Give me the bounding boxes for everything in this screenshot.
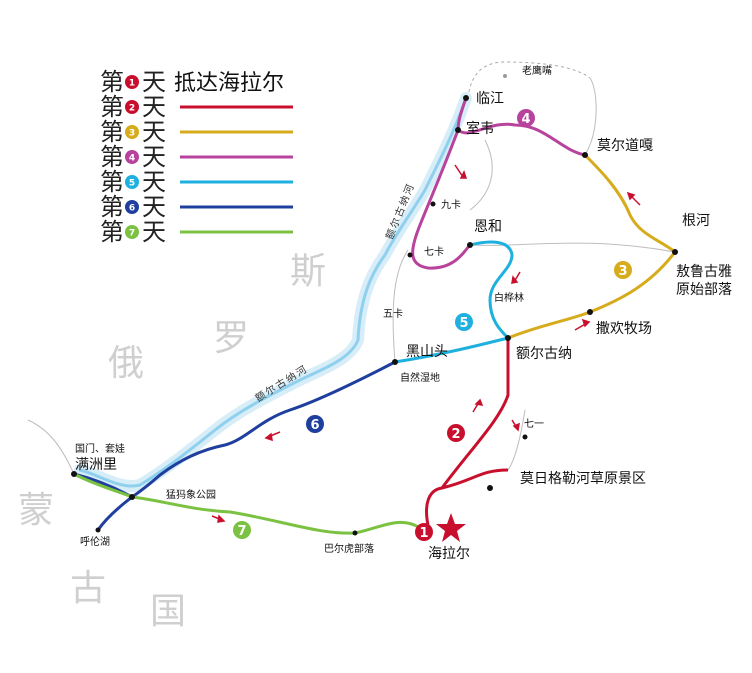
- badge-day-6: 6: [306, 415, 324, 433]
- legend-number: 3: [129, 129, 135, 139]
- place-aoluguya-2: 原始部落: [676, 282, 732, 298]
- russia-char-3: 斯: [290, 251, 326, 292]
- place-baihualin: 白桦林: [494, 291, 524, 304]
- place-jiuka: 九卡: [441, 198, 461, 211]
- svg-text:5: 5: [459, 316, 468, 331]
- svg-text:2: 2: [451, 427, 460, 442]
- place-heishantou: 黑山头: [406, 344, 448, 360]
- mongolia-char-2: 古: [70, 568, 106, 609]
- place-sahuan: 撒欢牧场: [596, 321, 652, 337]
- route-badges: 1 2 3 4 5 6 7: [233, 109, 632, 541]
- thin-roads: [27, 77, 676, 475]
- place-erguna: 额尔古纳: [516, 346, 572, 362]
- badge-day-5: 5: [455, 313, 473, 331]
- place-qiyi: 七一: [524, 418, 544, 430]
- legend-number-badge: [125, 200, 139, 214]
- place-laoyingzui: 老鹰嘴: [522, 64, 552, 77]
- place-manzhouli: 满洲里: [75, 457, 117, 473]
- legend-suffix: 天: [142, 143, 166, 171]
- place-linjiang: 临江: [476, 91, 504, 107]
- badge-day-1: 1: [415, 523, 433, 541]
- place-markers: [71, 74, 678, 536]
- dashed-road: [467, 61, 591, 99]
- legend-number: 1: [129, 79, 135, 89]
- legend-number: 2: [129, 104, 135, 114]
- place-qika: 七卡: [424, 245, 444, 258]
- legend-number: 4: [129, 154, 135, 164]
- place-mengmaxiang: 猛犸象公园: [166, 488, 216, 501]
- svg-text:3: 3: [618, 264, 627, 279]
- place-moriguele: 莫日格勒河草原景区: [520, 471, 646, 487]
- svg-text:6: 6: [310, 418, 319, 433]
- legend-prefix: 第: [100, 168, 124, 196]
- legend-number: 5: [129, 179, 135, 189]
- legend-prefix: 第: [100, 68, 124, 96]
- place-wuka: 五卡: [383, 307, 403, 320]
- legend-prefix: 第: [100, 143, 124, 171]
- legend-suffix: 天: [142, 93, 166, 121]
- svg-text:7: 7: [237, 524, 246, 539]
- route-day-2: [425, 338, 510, 526]
- legend-day1-title: 抵达海拉尔: [174, 71, 284, 96]
- legend-prefix: 第: [100, 118, 124, 146]
- legend-prefix: 第: [100, 218, 124, 246]
- mongolia-char-1: 蒙: [18, 490, 54, 531]
- route-day-5: [394, 240, 514, 364]
- legend-number-badge: [125, 225, 139, 239]
- svg-text:1: 1: [419, 526, 428, 541]
- russia-label: 斯 罗 俄: [108, 251, 326, 384]
- place-ziran-shidi: 自然湿地: [400, 371, 440, 384]
- place-labels: 老鹰嘴 临江 室韦 莫尔道嘎 根河 九卡 恩和 七卡 敖鲁古雅 原始部落 白桦林…: [75, 64, 732, 562]
- start-star-icon: [436, 513, 466, 542]
- place-moerdaoga: 莫尔道嘎: [597, 138, 653, 154]
- legend-suffix: 天: [142, 168, 166, 196]
- place-hailaer: 海拉尔: [428, 546, 470, 562]
- legend-number: 7: [129, 229, 135, 239]
- badge-day-7: 7: [233, 521, 251, 539]
- place-baerhu: 巴尔虎部落: [324, 542, 374, 555]
- legend-suffix: 天: [142, 193, 166, 221]
- place-guomen: 国门、套娃: [75, 442, 125, 455]
- svg-text:4: 4: [521, 112, 530, 127]
- place-enhe: 恩和: [474, 219, 502, 235]
- direction-arrows: [211, 164, 641, 523]
- legend-prefix: 第: [100, 93, 124, 121]
- legend-suffix: 天: [142, 218, 166, 246]
- route-day-7: [73, 472, 421, 535]
- mongolia-char-3: 国: [150, 591, 186, 632]
- place-aoluguya-1: 敖鲁古雅: [676, 264, 732, 280]
- legend-number-badge: [125, 125, 139, 139]
- legend-prefix: 第: [100, 193, 124, 221]
- legend-number-badge: [125, 75, 139, 89]
- place-genhe: 根河: [682, 213, 710, 229]
- route-day-3: [507, 153, 678, 340]
- legend-suffix: 天: [142, 68, 166, 96]
- legend-number-badge: [125, 150, 139, 164]
- badge-day-2: 2: [447, 424, 465, 442]
- arrow-head-1: [459, 170, 468, 179]
- russia-char-2: 罗: [213, 318, 249, 359]
- russia-char-1: 俄: [108, 343, 144, 384]
- route-day-4: [411, 97, 586, 270]
- badge-day-3: 3: [614, 261, 632, 279]
- mongolia-label: 蒙 古 国: [18, 490, 186, 632]
- place-hulunhu: 呼伦湖: [80, 535, 110, 548]
- place-shiwei: 室韦: [466, 120, 494, 137]
- legend-suffix: 天: [142, 118, 166, 146]
- legend-number: 6: [129, 204, 135, 214]
- legend-number-badge: [125, 175, 139, 189]
- badge-day-4: 4: [517, 109, 535, 127]
- legend-number-badge: [125, 100, 139, 114]
- ergun-river: [74, 92, 472, 492]
